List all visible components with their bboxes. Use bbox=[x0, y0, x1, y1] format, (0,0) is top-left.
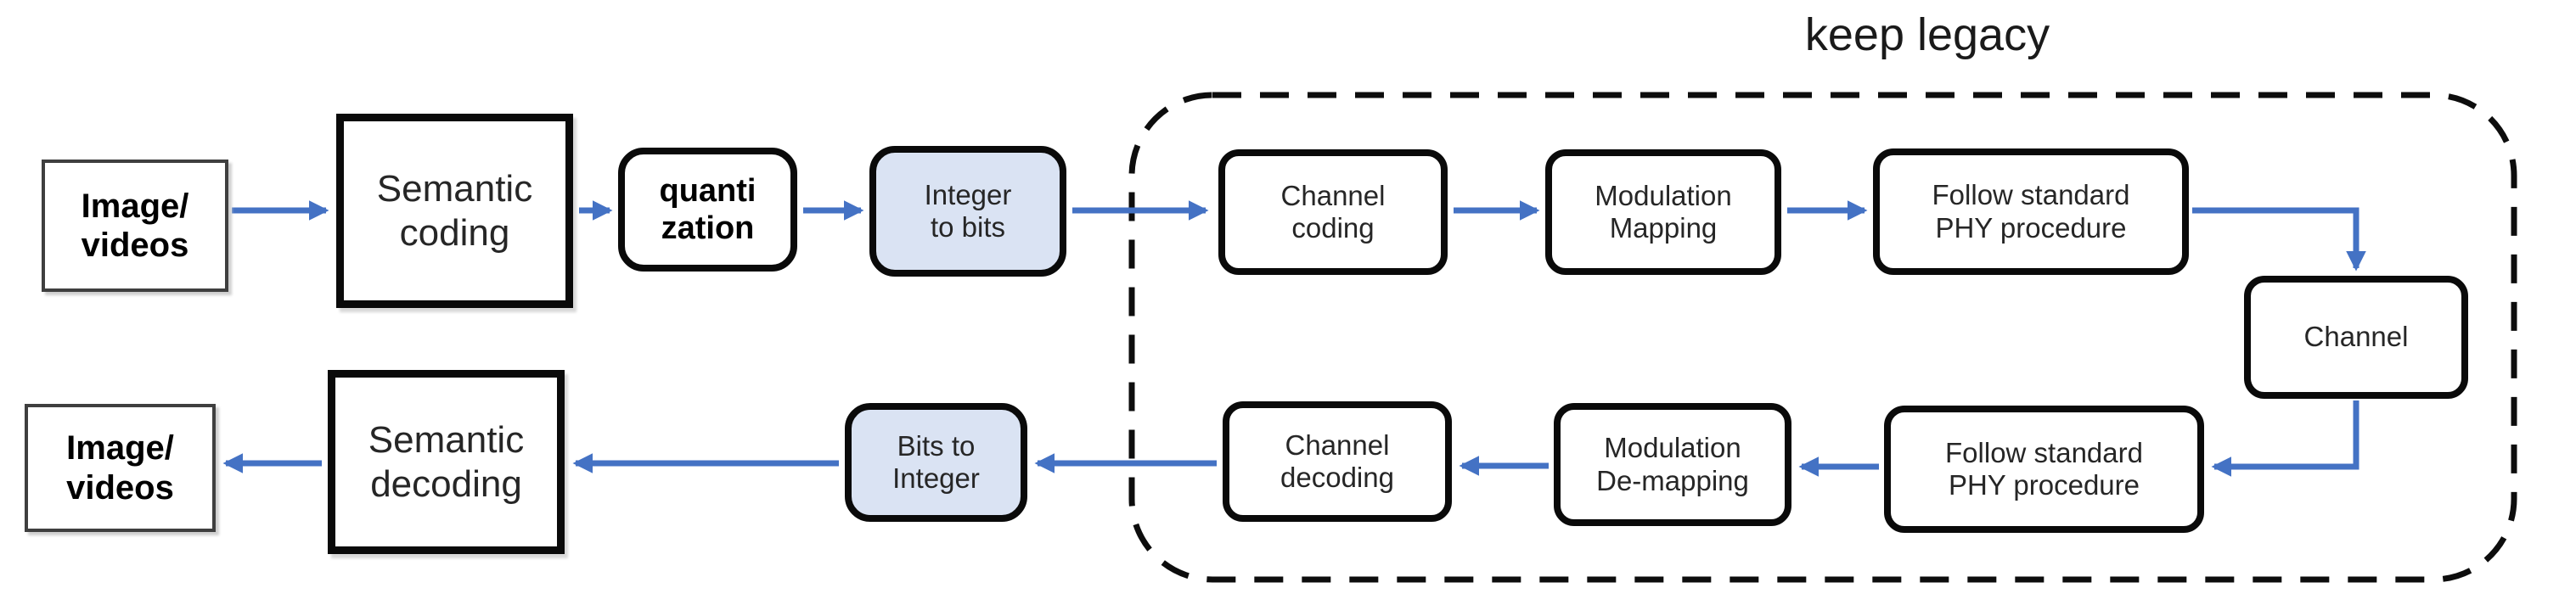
node-label: Semantic coding bbox=[376, 168, 533, 254]
keep-legacy-label: keep legacy bbox=[1804, 9, 2050, 60]
arrow-followstandard-to-channel bbox=[2192, 207, 2366, 272]
node-label: Integer to bits bbox=[924, 178, 1012, 243]
node-label: Image/ videos bbox=[66, 429, 174, 507]
node-semantic-coding: Semantic coding bbox=[336, 114, 573, 308]
node-follow-standard-phy-bottom: Follow standard PHY procedure bbox=[1884, 406, 2204, 533]
arrow-channel-to-followstandard-bottom bbox=[2211, 400, 2359, 477]
node-bits-to-integer: Bits to Integer bbox=[845, 403, 1027, 522]
node-integer-to-bits: Integer to bits bbox=[869, 146, 1066, 277]
node-channel: Channel bbox=[2244, 276, 2468, 399]
node-label: Channel bbox=[2303, 321, 2409, 353]
node-label: Image/ videos bbox=[81, 187, 189, 264]
node-label: Channel decoding bbox=[1280, 428, 1394, 493]
node-quantization: quanti zation bbox=[618, 148, 797, 272]
node-follow-standard-phy-top: Follow standard PHY procedure bbox=[1873, 148, 2189, 275]
node-modulation-mapping: Modulation Mapping bbox=[1545, 149, 1781, 275]
node-semantic-decoding: Semantic decoding bbox=[328, 370, 565, 554]
node-image-videos-source: Image/ videos bbox=[42, 160, 228, 292]
node-label: Modulation Mapping bbox=[1595, 179, 1732, 244]
keep-legacy-dashed-box bbox=[1128, 92, 2517, 583]
node-label: quanti zation bbox=[659, 172, 756, 246]
node-label: Channel coding bbox=[1280, 179, 1386, 244]
node-channel-coding: Channel coding bbox=[1218, 149, 1448, 275]
node-modulation-demapping: Modulation De-mapping bbox=[1554, 403, 1791, 526]
node-label: Follow standard PHY procedure bbox=[1945, 436, 2143, 501]
node-label: Bits to Integer bbox=[892, 429, 980, 494]
node-label: Follow standard PHY procedure bbox=[1932, 179, 2130, 244]
node-label: Modulation De-mapping bbox=[1596, 432, 1749, 496]
node-channel-decoding: Channel decoding bbox=[1223, 401, 1452, 522]
node-image-videos-sink: Image/ videos bbox=[25, 404, 216, 532]
node-label: Semantic decoding bbox=[368, 419, 525, 505]
